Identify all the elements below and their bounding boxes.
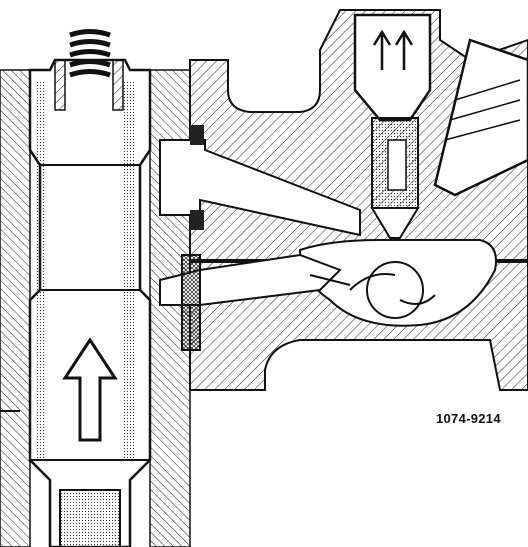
- intake-port: [159, 125, 361, 351]
- injector: [353, 13, 432, 239]
- piston-cylinder: [28, 58, 152, 547]
- flow-arrow-up: [62, 337, 118, 442]
- glow-plug: [433, 38, 528, 197]
- reference-code: 1074-9214: [436, 411, 501, 426]
- spring: [54, 29, 124, 111]
- swirl-arrows: [309, 261, 436, 319]
